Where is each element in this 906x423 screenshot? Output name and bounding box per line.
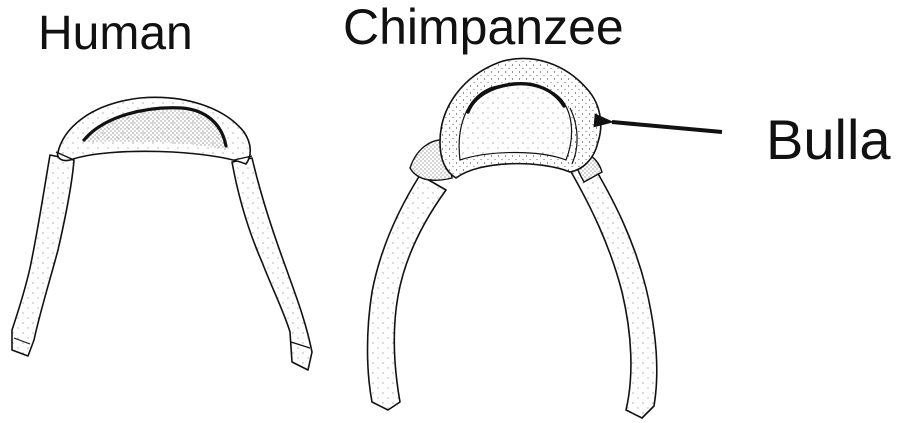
chimpanzee-label: Chimpanzee (343, 2, 624, 52)
human-hyoid (12, 97, 312, 370)
human-label: Human (38, 10, 193, 58)
bulla-label: Bulla (766, 112, 891, 168)
chimpanzee-hyoid (368, 58, 657, 418)
bulla-pointer-arrow (612, 122, 722, 132)
